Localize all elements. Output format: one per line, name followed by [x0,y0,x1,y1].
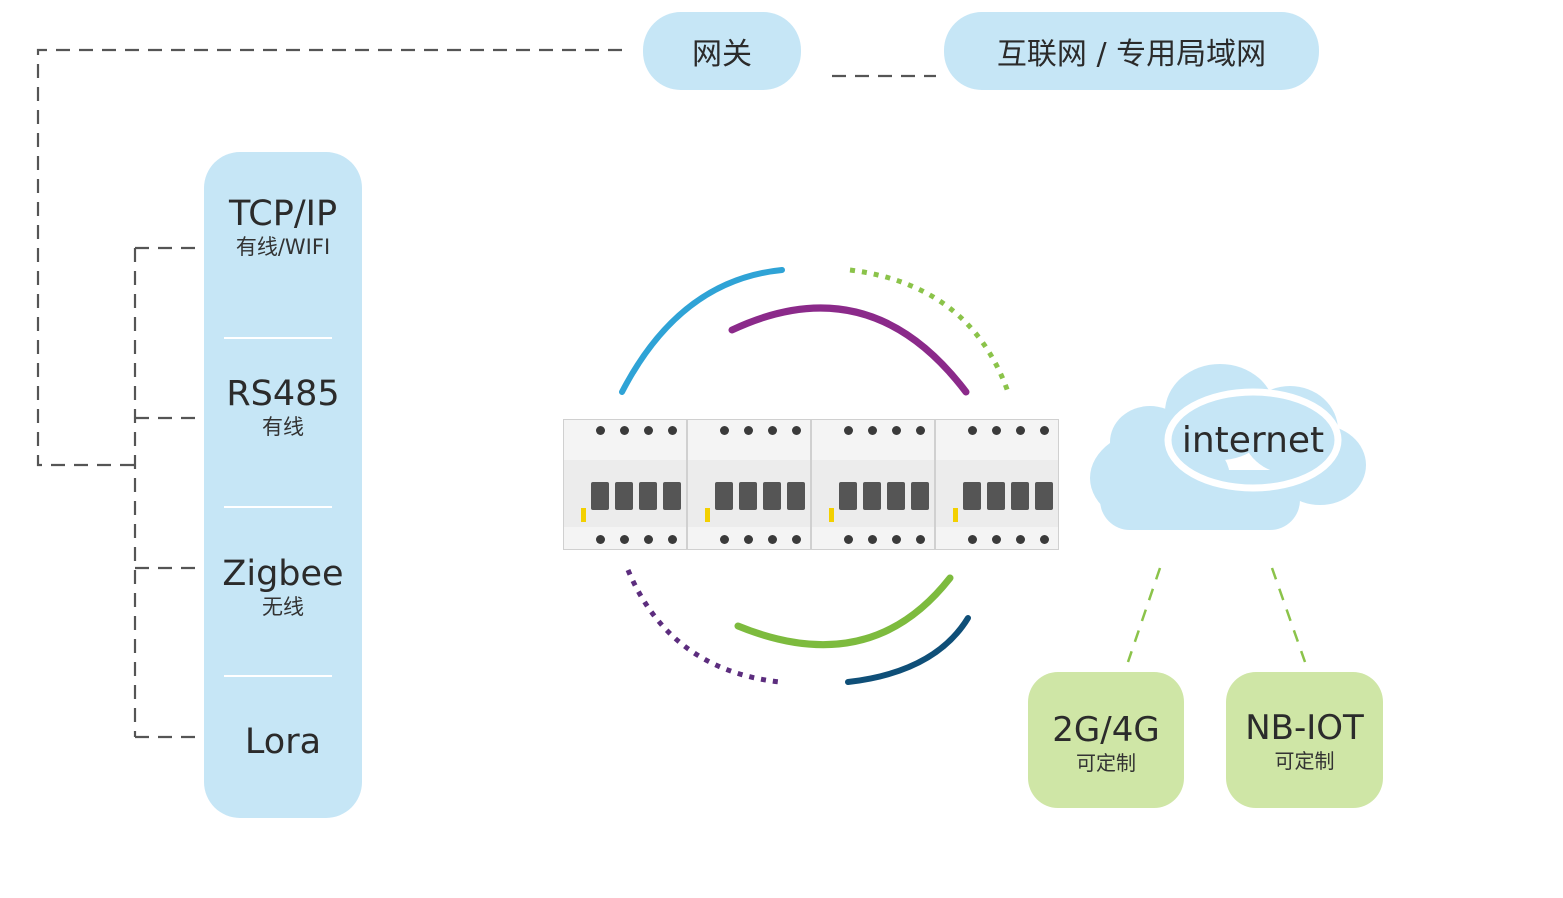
cellular-2g4g-name: 2G/4G [1052,710,1160,750]
protocol-rs485: RS485 有线 [204,374,362,440]
network-label: 互联网 / 专用局域网 [996,37,1267,72]
protocol-tcpip-name: TCP/IP [228,194,338,234]
gateway-link-line [36,48,622,467]
signal-arc-purple-dotted [625,569,781,685]
signal-arc-green [734,574,954,649]
protocol-lora-name: Lora [244,722,322,762]
protocol-column: TCP/IP 有线/WIFI RS485 有线 Zigbee 无线 Lora [204,152,362,818]
protocol-tcpip: TCP/IP 有线/WIFI [204,194,362,260]
cloud-2g4g-link [1126,567,1162,663]
breaker-module [563,419,687,550]
cellular-nbiot-sub: 可定制 [1274,749,1335,773]
protocol-zigbee-name: Zigbee [222,554,344,594]
cloud-nbiot-link [1270,567,1307,663]
internet-label: internet [1181,420,1325,461]
protocol-rs485-name: RS485 [226,374,340,414]
protocol-divider [224,675,332,677]
cellular-2g4g-pill: 2G/4G 可定制 [1028,672,1184,808]
signal-arc-green-dotted [849,267,1011,393]
cellular-2g4g-sub: 可定制 [1076,751,1136,775]
gateway-pill: 网关 [643,12,801,90]
signal-arc-navy [845,615,971,685]
cloud-icon [1090,364,1366,530]
breaker-module [935,419,1059,550]
breaker-module [811,419,935,550]
protocol-zigbee: Zigbee 无线 [204,554,362,620]
cellular-nbiot-pill: NB-IOT 可定制 [1226,672,1383,808]
protocol-zigbee-sub: 无线 [262,595,304,619]
breaker-module [687,419,811,550]
signal-arc-blue [619,267,785,395]
protocol-lora: Lora [204,722,362,762]
protocol-divider [224,337,332,339]
protocol-tcpip-sub: 有线/WIFI [235,235,331,259]
signal-arc-purple [728,304,970,396]
protocol-rs485-sub: 有线 [262,415,304,439]
network-pill: 互联网 / 专用局域网 [944,12,1319,90]
gateway-label: 网关 [692,37,752,72]
protocol-divider [224,506,332,508]
cellular-nbiot-name: NB-IOT [1245,708,1364,748]
